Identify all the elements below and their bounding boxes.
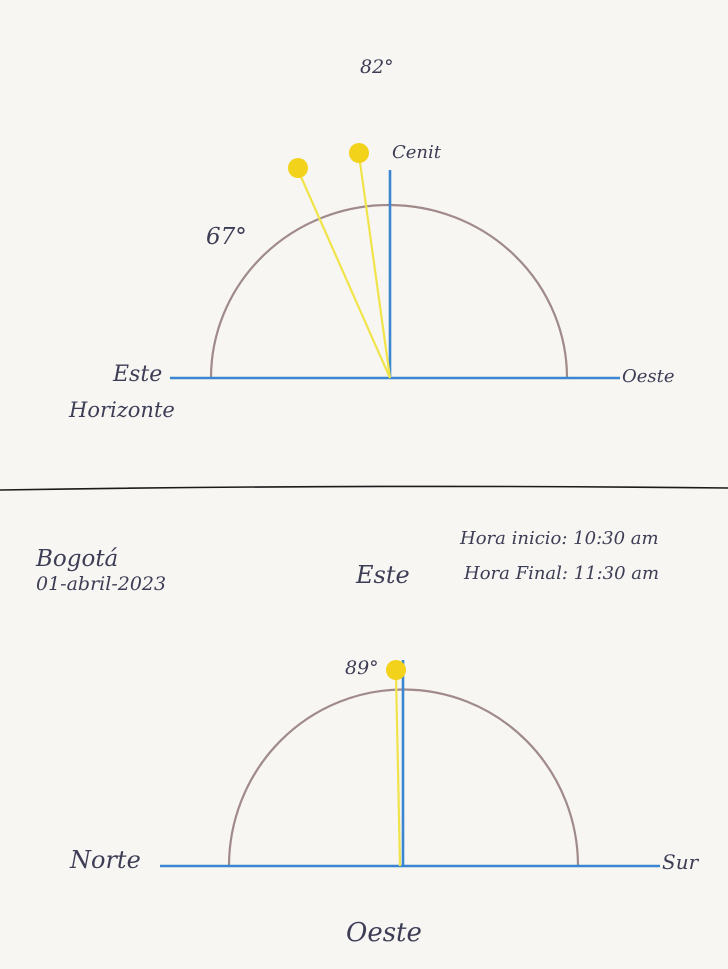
start-time-label: Hora inicio: 10:30 am	[460, 528, 659, 549]
top-sun-67	[288, 158, 308, 178]
bottom-sun-ray-89	[394, 674, 402, 867]
top-angle-82-label: 82°	[360, 56, 394, 78]
end-time-label: Hora Final: 11:30 am	[464, 563, 660, 584]
bottom-west-label: Oeste	[346, 918, 422, 948]
zenith-label: Cenit	[392, 142, 442, 163]
horizon-label: Horizonte	[69, 398, 175, 422]
top-sun-ray-67	[296, 169, 392, 379]
top-west-label: Oeste	[622, 366, 675, 387]
bottom-east-label: Este	[356, 561, 410, 589]
date-label: 01-abril-2023	[36, 573, 167, 595]
bottom-sun-89	[386, 660, 406, 680]
top-sun-82	[349, 143, 369, 163]
north-label: Norte	[70, 846, 141, 874]
south-label: Sur	[662, 850, 699, 874]
bottom-angle-89-label: 89°	[345, 657, 379, 679]
place-label: Bogotá	[36, 546, 119, 572]
top-sun-ray-82	[357, 154, 392, 379]
top-east-label: Este	[113, 362, 163, 387]
section-divider	[0, 485, 728, 491]
top-angle-67-label: 67°	[206, 224, 247, 250]
